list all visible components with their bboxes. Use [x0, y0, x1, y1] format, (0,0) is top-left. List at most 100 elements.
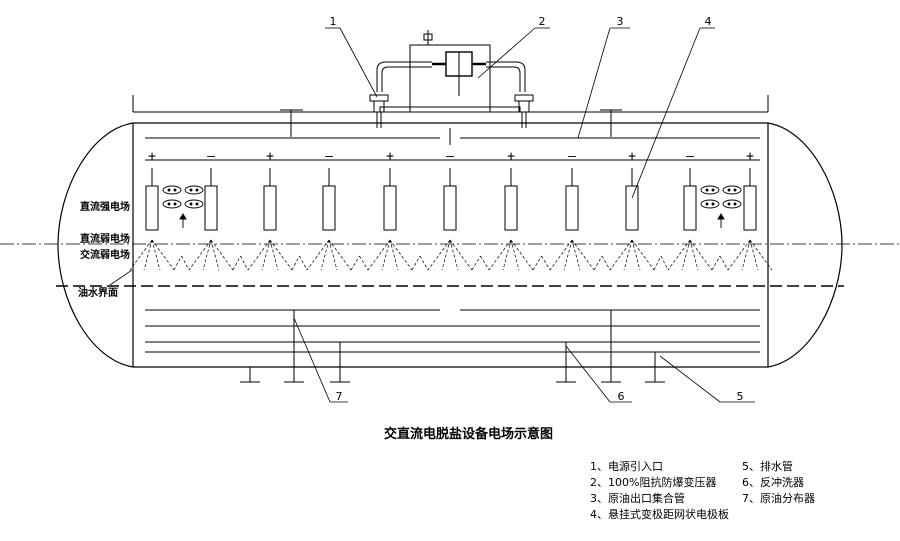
ac-field-line	[601, 255, 611, 271]
leader-lines	[109, 27, 755, 403]
zone-labels: 直流强电场 直流弱电场 交流弱电场 油水界面	[78, 200, 130, 299]
ac-field-line	[563, 239, 573, 271]
ac-field-line	[571, 239, 595, 271]
ac-field-line	[419, 255, 429, 271]
ac-field-line	[411, 255, 421, 271]
ac-field-line	[631, 239, 655, 271]
electrode-sign: +	[266, 149, 274, 164]
ac-field-line	[210, 239, 220, 271]
ac-field-line	[188, 239, 212, 271]
ac-field-line	[151, 239, 161, 271]
ac-field-line	[532, 255, 542, 271]
ac-field-line	[488, 239, 512, 271]
ac-field-line	[689, 239, 713, 271]
ac-field-line	[449, 239, 473, 271]
ac-field-line	[571, 239, 581, 271]
ac-field-line	[593, 255, 603, 271]
electrode-sign: +	[386, 149, 394, 164]
callout-6: 6	[618, 390, 625, 403]
ac-field-line	[291, 255, 300, 271]
ac-field-line	[631, 239, 641, 271]
diagram-caption: 交直流电脱盐设备电场示意图	[384, 426, 553, 442]
ac-field-line	[609, 239, 633, 271]
callout-4: 4	[705, 15, 712, 28]
ac-field-line	[510, 239, 534, 271]
ac-field-line	[389, 239, 413, 271]
ac-field-line	[210, 239, 234, 271]
legend-item: 1、电源引入口	[590, 459, 663, 473]
ac-field-line	[541, 255, 551, 271]
callout-5: 5	[737, 390, 744, 403]
ac-field-line	[660, 255, 669, 271]
transformer-assembly	[369, 30, 534, 128]
ac-field-line	[741, 239, 751, 271]
ac-field-line	[328, 239, 338, 271]
electrode-sign: —	[686, 149, 694, 164]
ac-field-line	[129, 239, 153, 271]
lower-internals	[145, 309, 760, 383]
electrode-sign: +	[148, 149, 156, 164]
ac-field-line	[653, 255, 662, 271]
zone-label-ac-weak: 交流弱电场	[80, 248, 130, 261]
electrode-sign: +	[507, 149, 515, 164]
ac-field-line	[269, 239, 293, 271]
ac-field-line	[269, 239, 279, 271]
droplet-group-left	[162, 185, 204, 228]
ac-field-line	[689, 239, 699, 271]
ac-field-line	[359, 255, 369, 271]
outlet-header	[145, 128, 760, 161]
ac-field-line	[381, 239, 391, 271]
legend: 1、电源引入口 2、100%阻抗防爆变压器 3、原油出口集合管 4、悬挂式变极距…	[590, 459, 815, 521]
ac-field-line	[367, 239, 391, 271]
ac-field-line	[299, 255, 308, 271]
electrode-sign: +	[628, 149, 636, 164]
ac-field-line	[350, 255, 360, 271]
ac-field-line	[151, 239, 175, 271]
ac-field-line	[389, 239, 399, 271]
ac-field-line	[623, 239, 633, 271]
callout-numbers: 1 2 3 4 5 6 7	[330, 15, 744, 403]
legend-item: 6、反冲洗器	[742, 475, 804, 489]
ac-field-line	[181, 255, 190, 271]
callout-7: 7	[336, 390, 343, 403]
callout-2: 2	[539, 15, 546, 28]
electrode-plates	[145, 168, 757, 231]
ac-field-line	[306, 239, 330, 271]
zone-label-dc-strong: 直流强电场	[80, 200, 130, 213]
ac-field-line	[471, 255, 481, 271]
ac-field-line	[667, 239, 691, 271]
electrode-signs: + — + — + — + — + — +	[148, 149, 754, 164]
ac-field-line	[749, 239, 773, 271]
callout-1: 1	[330, 15, 337, 28]
ac-field-line	[247, 239, 271, 271]
electrode-sign: +	[746, 149, 754, 164]
ac-field-line	[711, 255, 721, 271]
ac-field-line	[719, 255, 729, 271]
ac-field-line	[727, 239, 751, 271]
electrode-sign: —	[207, 149, 215, 164]
legend-item: 7、原油分布器	[742, 491, 815, 505]
ac-field-line	[232, 255, 241, 271]
zone-label-dc-weak: 直流弱电场	[80, 232, 130, 245]
electrode-sign: —	[568, 149, 576, 164]
ac-field-line	[202, 239, 212, 271]
ac-field-line	[240, 255, 249, 271]
callout-3: 3	[617, 15, 624, 28]
ac-field-line	[549, 239, 573, 271]
legend-item: 3、原油出口集合管	[590, 491, 685, 505]
ac-field-line	[173, 255, 182, 271]
ac-field-line	[143, 239, 153, 271]
ac-field-lines	[129, 239, 773, 271]
zone-label-oil-water: 油水界面	[78, 286, 118, 299]
ac-field-line	[502, 239, 512, 271]
legend-item: 2、100%阻抗防爆变压器	[590, 475, 716, 489]
ac-field-line	[480, 255, 490, 271]
ac-field-line	[320, 239, 330, 271]
ac-field-line	[449, 239, 459, 271]
ac-field-line	[681, 239, 691, 271]
ac-field-line	[328, 239, 352, 271]
legend-item: 5、排水管	[742, 459, 793, 473]
ac-field-line	[510, 239, 520, 271]
electrode-sign: —	[446, 149, 454, 164]
